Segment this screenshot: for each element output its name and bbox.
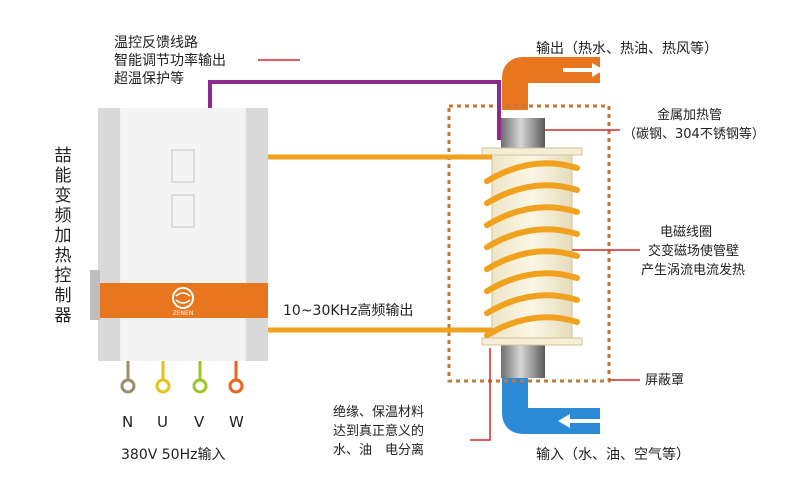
sleeve-top-flange — [481, 147, 583, 156]
output-label: 输出（热水、热油、热风等） — [536, 41, 718, 57]
feedback-label-3: 超温保护等 — [114, 71, 184, 87]
coil-label-2: 交变磁场使管壁 — [648, 244, 740, 259]
coil-turn — [484, 248, 580, 273]
coil-turn — [484, 160, 580, 185]
terminal-V — [192, 361, 208, 394]
insulation-label-3: 水、油 电分离 — [333, 443, 425, 458]
terminal-W — [228, 361, 244, 394]
electromagnetic-coil — [484, 160, 580, 339]
coil-turn — [484, 292, 580, 317]
power-input-label: 380V 50Hz输入 — [121, 447, 226, 463]
brand-logo-icon — [172, 287, 194, 309]
coil-turn — [484, 270, 580, 295]
coil-turn — [484, 314, 580, 339]
panel-slot-2 — [171, 194, 195, 228]
insulation-callout-line — [470, 348, 491, 441]
terminal-label-V: V — [194, 413, 205, 431]
sleeve-bottom-flange — [481, 337, 583, 346]
input-pipe — [502, 370, 600, 434]
hf-output-label: 10~30KHz高频输出 — [283, 303, 414, 319]
insulation-label-2: 达到真正意义的 — [333, 424, 425, 439]
shield-box — [447, 104, 611, 383]
feedback-label-2: 智能调节功率输出 — [114, 53, 226, 69]
insulation-label-1: 绝缘、保温材料 — [333, 405, 425, 420]
terminal-label-W: W — [229, 413, 244, 431]
coil-turn — [484, 182, 580, 207]
shield-label: 屏蔽罩 — [645, 373, 685, 388]
controller-name: 喆能变频加热控制器 — [54, 146, 72, 326]
terminal-label-U: U — [157, 413, 168, 431]
coil-label-1: 电磁线圈 — [660, 225, 713, 240]
input-label: 输入（水、油、空气等） — [536, 447, 690, 463]
insulation-sleeve — [491, 147, 573, 345]
terminal-U — [155, 361, 171, 394]
brand-text: ZENEN — [173, 310, 194, 317]
coil-turn — [484, 204, 580, 229]
coil-label-3: 产生涡流电流发热 — [641, 263, 746, 278]
terminal-N — [120, 361, 136, 394]
coil-turn — [484, 226, 580, 251]
metal-tube-label-1: 金属加热管 — [657, 108, 723, 123]
terminal-label-N: N — [122, 413, 134, 431]
output-pipe — [502, 57, 604, 110]
controller-box — [90, 108, 268, 361]
feedback-label-1: 温控反馈线路 — [114, 35, 198, 51]
feedback-line — [208, 80, 501, 140]
metal-tube-label-2: （碳钢、304不锈钢等） — [623, 127, 765, 142]
panel-slot-1 — [171, 149, 195, 183]
